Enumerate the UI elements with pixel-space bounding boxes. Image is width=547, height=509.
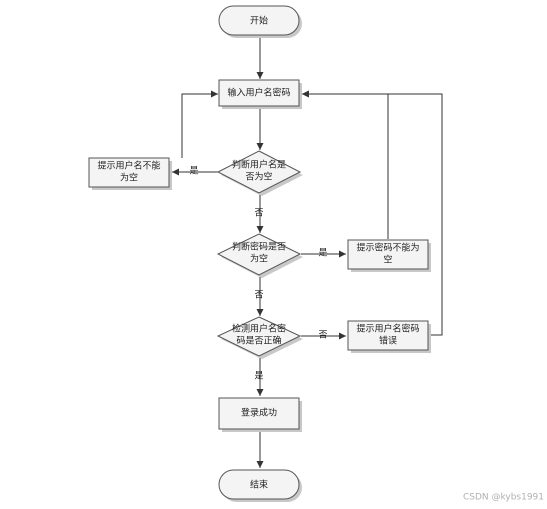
watermark-text: CSDN @kybs1991 — [463, 493, 544, 503]
prompt-credentials-wrong-line1: 提示用户名密码 — [356, 323, 419, 335]
prompt-credentials-wrong-line2: 错误 — [379, 335, 397, 347]
check-credentials-correct-decision: 检测用户名密 码是否正确 — [216, 316, 303, 359]
check-password-empty-decision: 判断密码是否 为空 — [216, 233, 303, 278]
prompt-credentials-wrong-box: 提示用户名密码 错误 — [347, 320, 431, 353]
check-credentials-correct-line2: 码是否正确 — [236, 335, 281, 347]
prompt-username-empty-line1: 提示用户名不能 — [97, 160, 160, 172]
check-credentials-correct-line1: 检测用户名密 — [232, 323, 286, 335]
check-username-empty-line2: 否为空 — [245, 171, 272, 183]
check-username-empty-line1: 判断用户名是 — [232, 159, 286, 171]
start-terminal: 开始 — [218, 5, 302, 38]
end-terminal: 结束 — [218, 469, 302, 502]
edge-label-password-yes: 是 — [318, 248, 327, 259]
input-credentials-label: 输入用户名密码 — [227, 87, 290, 99]
prompt-password-empty-line2: 空 — [383, 254, 392, 266]
edge-label-username-yes: 是 — [189, 166, 198, 177]
login-success-label: 登录成功 — [241, 407, 277, 419]
prompt-password-empty-line1: 提示密码不能为 — [356, 242, 419, 254]
prompt-username-empty-box: 提示用户名不能 为空 — [88, 157, 172, 190]
check-username-empty-decision: 判断用户名是 否为空 — [216, 150, 303, 196]
start-label: 开始 — [250, 15, 268, 27]
connector-prompt-password-to-input — [302, 90, 389, 239]
login-success-box: 登录成功 — [218, 397, 302, 432]
edge-label-credentials-no: 否 — [318, 330, 327, 341]
input-credentials-box: 输入用户名密码 — [218, 79, 302, 109]
check-password-empty-line2: 为空 — [250, 253, 268, 265]
edge-label-username-no: 否 — [254, 208, 263, 219]
end-label: 结束 — [250, 479, 268, 491]
prompt-username-empty-line2: 为空 — [120, 172, 138, 184]
edge-label-credentials-yes: 是 — [254, 371, 263, 382]
connectors — [172, 37, 443, 468]
connector-prompt-username-to-input — [181, 90, 218, 158]
connector-prompt-wrong-to-input — [302, 90, 443, 336]
edge-label-password-no: 否 — [254, 290, 263, 301]
check-password-empty-line1: 判断密码是否 — [232, 241, 286, 253]
edge-labels: 是 否 是 否 否 是 — [189, 166, 327, 382]
prompt-password-empty-box: 提示密码不能为 空 — [347, 239, 431, 272]
